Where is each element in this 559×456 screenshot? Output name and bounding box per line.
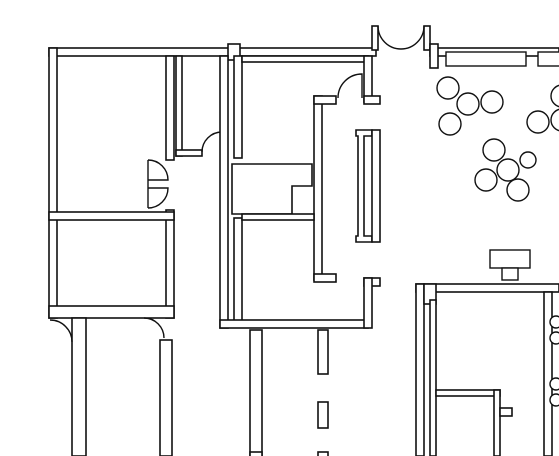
top-right-exterior-wall	[429, 43, 559, 69]
closet-door	[201, 131, 223, 153]
left-office-block	[48, 47, 203, 319]
center-room-block	[231, 55, 381, 329]
bottom-right-room	[415, 283, 559, 456]
lounge-seating	[436, 76, 559, 202]
central-corridor-wall	[219, 55, 369, 329]
main-entrance-door	[371, 25, 431, 51]
bottom-center-corridor	[249, 329, 329, 456]
bottom-left-corridor	[49, 317, 173, 456]
office-door-left	[147, 159, 169, 209]
reception-desk	[489, 249, 531, 281]
inner-corridor-door	[337, 73, 363, 99]
corridor-brackets	[355, 129, 381, 243]
window-sill-left	[445, 51, 527, 67]
window-sill-right	[537, 51, 559, 67]
